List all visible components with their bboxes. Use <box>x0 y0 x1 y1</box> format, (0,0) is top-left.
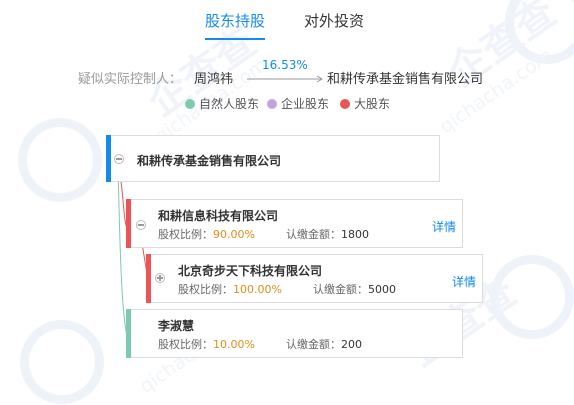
amount-value: 1800 <box>340 228 369 241</box>
tab-shareholders[interactable]: 股东持股 <box>205 10 266 40</box>
legend-dot-icon <box>267 99 277 109</box>
amount-label: 认缴金额： <box>312 283 368 296</box>
ratio-value: 90.00% <box>213 228 255 241</box>
shareholder-node[interactable]: 北京奇步天下科技有限公司 股权比例：100.00% 认缴金额：5000 详情 <box>146 254 483 303</box>
actual-controller-row: 疑似实际控制人： 周鸿祎 16.53% 和耕传承基金销售有限公司 <box>0 58 574 94</box>
collapse-icon[interactable] <box>114 154 124 164</box>
details-link[interactable]: 详情 <box>432 220 457 234</box>
ratio-label: 股权比例： <box>178 283 233 296</box>
collapse-icon[interactable] <box>136 220 146 230</box>
node-color-bar <box>126 199 131 248</box>
legend-label: 自然人股东 <box>199 97 260 111</box>
shareholder-node[interactable]: 李淑慧 股权比例：10.00% 认缴金额：200 <box>126 309 463 358</box>
amount-label: 认缴金额： <box>285 338 341 351</box>
node-color-bar <box>106 135 111 182</box>
shareholder-name: 李淑慧 <box>158 319 195 333</box>
root-company-node[interactable]: 和耕传承基金销售有限公司 <box>106 135 440 182</box>
arrow-right-icon <box>247 75 323 83</box>
shareholder-node[interactable]: 和耕信息科技有限公司 股权比例：90.00% 认缴金额：1800 详情 <box>126 199 463 248</box>
tab-investments[interactable]: 对外投资 <box>304 10 364 40</box>
details-link[interactable]: 详情 <box>452 275 477 289</box>
controller-percentage: 16.53% <box>262 58 308 72</box>
shareholder-name: 和耕信息科技有限公司 <box>158 209 279 223</box>
amount-value: 200 <box>340 338 362 351</box>
tab-investments-label: 对外投资 <box>304 12 365 30</box>
root-company-name: 和耕传承基金销售有限公司 <box>137 154 282 168</box>
node-color-bar <box>146 254 151 303</box>
ratio-label: 股权比例： <box>158 228 213 241</box>
shareholder-name: 北京奇步天下科技有限公司 <box>178 264 323 278</box>
node-color-bar <box>126 309 131 358</box>
ratio-value: 10.00% <box>213 338 255 351</box>
shareholder-meta: 股权比例：90.00% 认缴金额：1800 <box>158 226 369 242</box>
tab-bar: 股东持股 对外投资 <box>0 10 574 40</box>
amount-label: 认缴金额： <box>285 228 341 241</box>
controller-company[interactable]: 和耕传承基金销售有限公司 <box>327 72 484 87</box>
legend-label: 大股东 <box>354 97 391 111</box>
legend-item-major-shareholder: 大股东 <box>340 95 390 112</box>
legend-item-enterprise: 企业股东 <box>267 95 329 112</box>
controller-person[interactable]: 周鸿祎 <box>194 72 234 87</box>
ratio-label: 股权比例： <box>158 338 213 351</box>
shareholder-meta: 股权比例：10.00% 认缴金额：200 <box>158 336 362 352</box>
active-tab-underline <box>205 38 266 40</box>
controller-label: 疑似实际控制人： <box>78 72 183 87</box>
amount-value: 5000 <box>367 283 396 296</box>
legend-item-natural-person: 自然人股东 <box>185 95 259 112</box>
tab-shareholders-label: 股东持股 <box>205 12 266 30</box>
ratio-value: 100.00% <box>233 283 282 296</box>
legend-dot-icon <box>185 99 195 109</box>
legend-dot-icon <box>340 99 350 109</box>
shareholder-meta: 股权比例：100.00% 认缴金额：5000 <box>178 281 396 297</box>
expand-icon[interactable] <box>155 273 165 283</box>
legend-label: 企业股东 <box>281 97 330 111</box>
